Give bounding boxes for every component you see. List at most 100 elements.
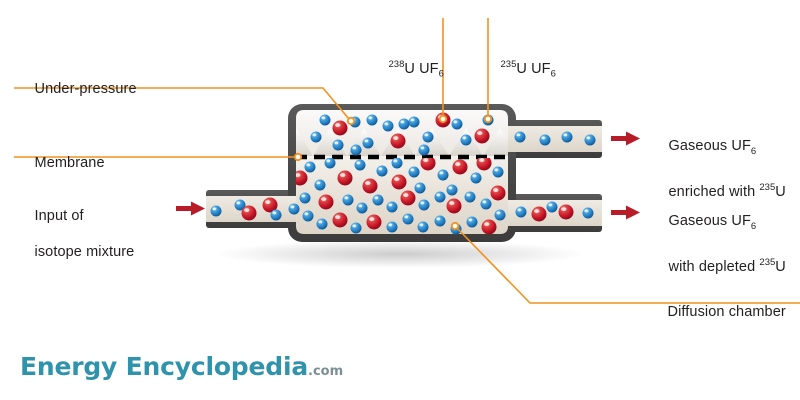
molecule-highlight [466, 193, 471, 197]
molecule-highlight [453, 120, 458, 124]
molecule-highlight [420, 201, 425, 205]
molecule-u235 [470, 172, 482, 184]
molecule-u235 [451, 118, 463, 130]
molecule-u235 [386, 221, 398, 233]
molecule-highlight [244, 208, 250, 213]
callout-end-markers [293, 114, 493, 231]
molecule-highlight [236, 201, 241, 205]
molecule-u235 [362, 137, 374, 149]
molecule-highlight [393, 159, 398, 163]
molecule-u235 [332, 139, 344, 151]
marker-u235 [483, 114, 493, 124]
label-under-pressure: Under-pressure [34, 81, 137, 97]
molecule-highlight [334, 141, 339, 145]
molecule-u235 [418, 199, 430, 211]
molecule-highlight [365, 181, 371, 186]
molecule-u235 [561, 131, 573, 143]
site-logo[interactable]: Energy Encyclopedia.com [20, 352, 343, 381]
molecule-u238 [446, 198, 462, 214]
molecule-u235 [376, 165, 388, 177]
molecule-u235 [434, 215, 446, 227]
molecule-u235 [324, 158, 336, 169]
molecule-highlight [494, 168, 499, 172]
molecule-u238 [481, 219, 497, 235]
molecule-u238 [531, 206, 547, 222]
molecule-highlight [484, 222, 490, 227]
label-output-enriched: Gaseous UF6 enriched with 235U [668, 138, 786, 200]
logo-domain-suffix: .com [308, 364, 344, 379]
molecule-highlight [335, 123, 341, 128]
molecule-u235 [350, 144, 362, 156]
molecule-highlight [448, 186, 453, 190]
molecule-highlight [212, 207, 217, 211]
molecule-u235 [398, 118, 410, 130]
molecule-u235 [408, 116, 420, 128]
molecule-u235 [460, 134, 472, 146]
molecule-highlight [516, 133, 521, 137]
molecule-highlight [335, 215, 341, 220]
molecule-highlight [378, 167, 383, 171]
molecule-u235 [288, 203, 300, 215]
molecule-highlight [468, 218, 473, 222]
molecule-u235 [372, 194, 384, 206]
molecule-u235 [354, 159, 366, 171]
molecule-u238 [332, 120, 348, 136]
logo-word-encyclopedia: Encyclopedia [125, 352, 309, 381]
molecule-highlight [388, 223, 393, 227]
molecules-lower-chamber [296, 158, 506, 235]
leader-under-pressure [14, 87, 350, 120]
molecule-u235 [310, 131, 322, 143]
molecule-highlight [561, 207, 567, 212]
inlet-flow-arrow [176, 201, 205, 216]
molecule-u235 [466, 216, 478, 228]
flow-arrows [176, 131, 640, 220]
molecule-u238 [366, 214, 382, 230]
molecule-highlight [423, 158, 429, 163]
molecule-highlight [400, 120, 405, 124]
molecule-u235 [314, 179, 326, 191]
molecule-highlight [272, 211, 277, 215]
molecule-u235 [414, 182, 426, 194]
molecule-highlight [265, 200, 271, 205]
label-u238-uf6: 238U UF6 [388, 59, 444, 80]
molecule-u235 [446, 184, 458, 196]
molecule-u235 [210, 205, 222, 217]
molecule-highlight [301, 194, 306, 198]
molecule-highlight [304, 212, 309, 216]
molecule-highlight [534, 209, 540, 214]
molecule-highlight [352, 146, 357, 150]
molecule-u235 [515, 206, 527, 218]
molecule-highlight [364, 139, 369, 143]
molecule-highlight [356, 161, 361, 165]
molecule-highlight [340, 173, 346, 178]
molecule-u235 [408, 166, 420, 178]
molecule-highlight [419, 223, 424, 227]
molecule-u235 [417, 221, 429, 233]
molecule-highlight [296, 173, 301, 178]
molecule-highlight [403, 193, 409, 198]
molecule-u235 [492, 166, 504, 178]
molecule-highlight [312, 133, 317, 137]
molecule-u238 [390, 133, 406, 149]
molecule-highlight [586, 136, 591, 140]
molecule-highlight [321, 197, 327, 202]
marker-u238 [438, 114, 448, 124]
molecule-u238 [391, 174, 407, 190]
molecule-highlight [374, 196, 379, 200]
molecule-u235 [356, 202, 368, 214]
molecule-u235 [304, 161, 316, 173]
molecule-u235 [386, 201, 398, 213]
molecule-highlight [420, 146, 425, 150]
molecule-u238 [318, 194, 334, 210]
molecule-u235 [299, 192, 311, 204]
outlet-top-flow-arrow [611, 131, 640, 146]
molecule-highlight [318, 220, 323, 224]
molecule-u235 [539, 134, 551, 146]
callout-leader-lines [14, 18, 800, 304]
molecule-highlight [584, 209, 589, 213]
molecule-highlight [541, 136, 546, 140]
molecule-highlight [388, 203, 393, 207]
molecule-u235 [494, 209, 506, 221]
molecule-u238 [241, 205, 257, 221]
